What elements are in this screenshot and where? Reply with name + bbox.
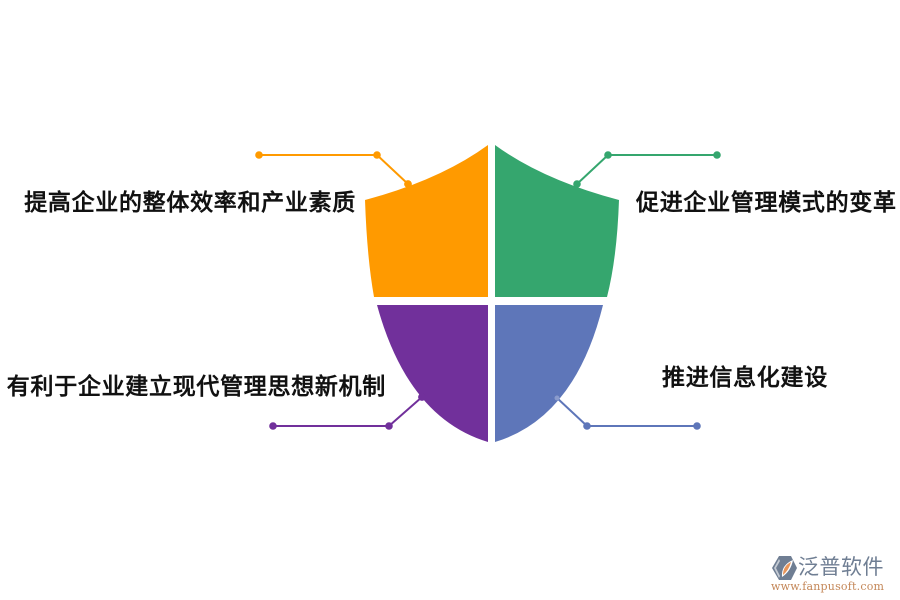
shield-quadrant-top-right	[495, 145, 619, 297]
logo-url: www.fanpusoft.com	[771, 580, 885, 593]
connector-bottom-right	[556, 397, 701, 430]
label-top-left: 提高企业的整体效率和产业素质	[24, 190, 356, 216]
label-bottom-right: 推进信息化建设	[662, 365, 828, 391]
shield-quadrant-bottom-right	[495, 305, 603, 442]
shield-quadrant-bottom-left	[377, 305, 488, 442]
logo-name: 泛普软件	[798, 555, 884, 579]
fanpu-logo: 泛普软件 www.fanpusoft.com	[770, 553, 895, 595]
label-bottom-left: 有利于企业建立现代管理思想新机制	[6, 374, 386, 400]
connector-top-left	[255, 151, 412, 188]
fanpu-hexagon-leaf-icon	[772, 556, 797, 580]
shield-quadrant-top-left	[365, 145, 488, 297]
connector-anchor-dot	[554, 395, 560, 401]
connector-top-right	[576, 151, 721, 185]
label-top-right: 促进企业管理模式的变革	[636, 190, 897, 216]
